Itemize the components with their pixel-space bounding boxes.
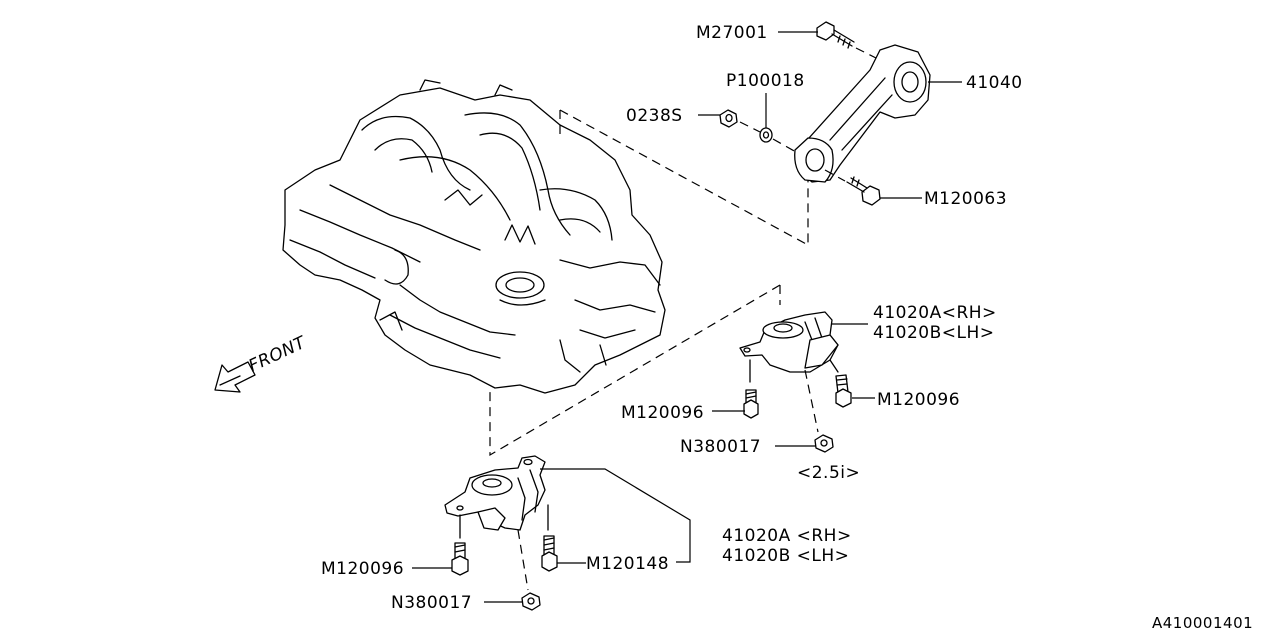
label-variant-2-5i: <2.5i>: [797, 463, 860, 483]
label-41020a-rh-upper: 41020A<RH>: [873, 303, 997, 323]
label-m120096-upper-left: M120096: [621, 403, 704, 423]
engine-illustration: [282, 79, 666, 394]
label-0238s: 0238S: [626, 106, 683, 126]
bolt-m27001-icon: [816, 21, 877, 59]
washer-p100018-icon: [759, 127, 773, 143]
upper-engine-mount-illustration: [739, 311, 839, 373]
label-m120148: M120148: [586, 554, 669, 574]
bolt-m120096-upper-left-icon: [743, 359, 759, 419]
bolt-m120096-upper-right-icon: [829, 359, 852, 408]
bolt-m120096-lower-icon: [451, 514, 469, 576]
label-41020b-lh-lower: 41020B <LH>: [722, 546, 849, 566]
label-m27001: M27001: [696, 23, 768, 43]
nut-n380017-lower-icon: [517, 529, 541, 611]
pitching-stopper-illustration: [794, 44, 931, 183]
stopper-locator-line: [559, 109, 809, 247]
label-m120096-upper-right: M120096: [877, 390, 960, 410]
upper-mount-locator-line: [489, 284, 781, 457]
nut-0238s-icon: [719, 109, 738, 128]
label-n380017-upper: N380017: [680, 437, 761, 457]
lower-engine-mount-illustration: [444, 455, 546, 531]
label-n380017-lower: N380017: [391, 593, 472, 613]
stopper-assembly-line: [739, 121, 797, 153]
label-41040: 41040: [966, 73, 1023, 93]
leader-lines: [412, 31, 962, 603]
label-41020b-lh-upper: 41020B<LH>: [873, 323, 995, 343]
bolt-m120063-icon: [824, 169, 881, 206]
figure-id: A410001401: [1152, 614, 1253, 632]
front-label: FRONT: [246, 332, 310, 376]
label-p100018: P100018: [726, 71, 805, 91]
label-m120096-lower: M120096: [321, 559, 404, 579]
label-m120063: M120063: [924, 189, 1007, 209]
front-arrow-icon: [214, 361, 256, 393]
label-41020a-rh-lower: 41020A <RH>: [722, 526, 852, 546]
nut-n380017-upper-icon: [804, 369, 834, 453]
bolt-m120148-icon: [541, 504, 558, 572]
